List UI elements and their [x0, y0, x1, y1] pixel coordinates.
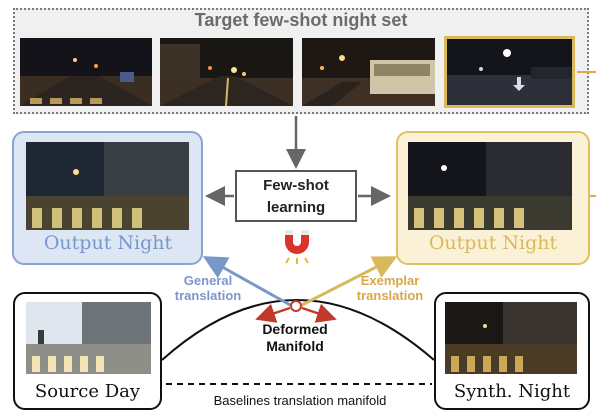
general-translation-line1: General [183, 273, 233, 288]
synth-night-label: Synth. Night [453, 381, 571, 402]
source-day-image [26, 302, 151, 374]
output-night-exemplar-image [408, 142, 572, 230]
few-shot-line1: Few-shot [263, 177, 329, 194]
deformed-manifold-line2: Manifold [266, 338, 324, 354]
deform-arrow-left [255, 303, 291, 323]
deformed-manifold-label: Deformed Manifold [235, 321, 355, 355]
deformed-manifold-line1: Deformed [262, 321, 328, 337]
general-translation-arrow [202, 256, 293, 308]
magnet-icon [280, 226, 314, 264]
few-shot-learning-box: Few-shot learning [235, 170, 357, 222]
synth-night-image [445, 302, 577, 374]
few-shot-line2: learning [266, 199, 326, 216]
manifold-point [290, 300, 302, 312]
output-night-exemplar-label: Output Night [428, 232, 558, 254]
exemplar-translation-line1: Exemplar [360, 273, 420, 288]
general-translation-line2: translation [174, 288, 242, 303]
exemplar-translation-arrow [299, 256, 398, 308]
night-thumbnail-1 [20, 38, 152, 106]
source-day-label: Source Day [34, 381, 141, 402]
target-set-title: Target few-shot night set [194, 10, 408, 30]
output-night-general-image [26, 142, 189, 230]
night-thumbnail-3 [302, 38, 435, 106]
output-night-general-label: Output Night [43, 232, 173, 254]
exemplar-translation-label: Exemplar translation [350, 273, 430, 303]
deform-arrow-right [301, 303, 337, 323]
exemplar-thumbnail [444, 36, 575, 108]
night-thumbnail-2 [160, 38, 293, 106]
exemplar-translation-line2: translation [356, 288, 424, 303]
baseline-manifold-label: Baselines translation manifold [213, 393, 387, 408]
general-translation-label: General translation [168, 273, 248, 303]
